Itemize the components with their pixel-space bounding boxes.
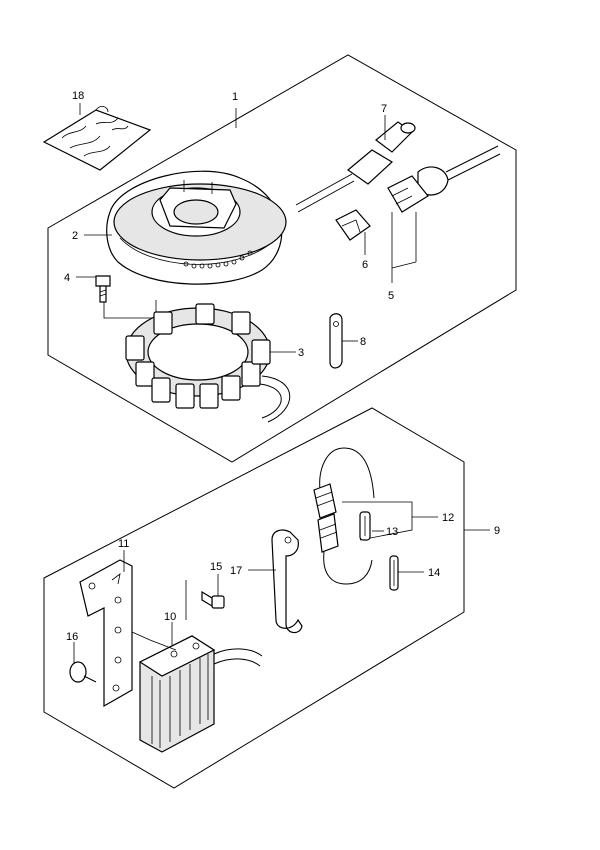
callout-2: 2 [72,230,78,242]
stud-icon [69,661,97,683]
bolt-icon [201,590,225,609]
callout-1: 1 [232,91,238,103]
callout-9: 9 [494,525,500,537]
callout-16: 16 [66,631,78,643]
rectifier-icon [138,635,263,753]
stator-coil-icon [125,303,291,423]
callout-15: 15 [210,561,222,573]
clamp-icon [329,313,343,369]
callout-5: 5 [388,290,394,302]
wire-plug-icon [295,115,416,213]
band-clamp-icon [271,529,303,634]
callout-3: 3 [298,347,304,359]
callout-18: 18 [72,90,84,102]
upper-assembly-frame [47,54,517,463]
connector-assembly-icon [335,145,501,241]
small-fuse-icon [389,555,399,591]
fuse-holder-icon [313,447,375,585]
bracket-icon [79,559,133,708]
flywheel-rotor-icon [106,170,287,285]
bolt-icon [95,275,111,303]
callout-13: 13 [386,526,398,538]
callout-12: 12 [442,512,454,524]
callout-11: 11 [118,538,129,550]
callout-8: 8 [360,336,366,348]
callout-14: 14 [428,567,440,579]
callout-6: 6 [362,259,368,271]
fuse-icon [359,511,371,541]
callout-4: 4 [64,272,70,284]
lower-assembly-frame [43,407,465,789]
connector-icon [364,212,417,283]
instruction-sheet-icon [42,106,152,171]
callout-17: 17 [230,565,242,577]
callout-10: 10 [164,611,176,623]
callout-7: 7 [381,103,387,115]
